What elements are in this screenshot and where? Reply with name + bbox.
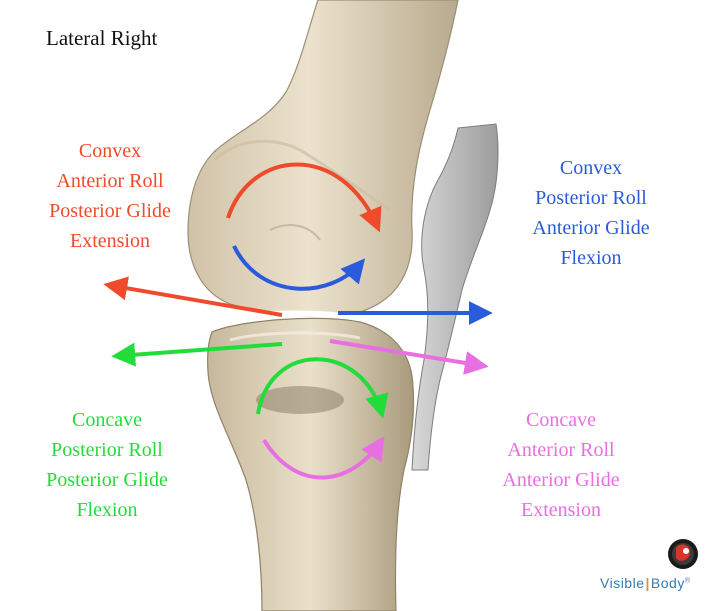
label-line: Convex: [30, 136, 190, 166]
label-line: Anterior Glide: [512, 213, 670, 243]
label-line: Convex: [512, 153, 670, 183]
label-line: Anterior Roll: [478, 435, 644, 465]
visible-body-wordmark: Visible|Body®: [600, 575, 691, 591]
label-line: Posterior Roll: [22, 435, 192, 465]
registered-mark-icon: ®: [685, 577, 691, 584]
brand-part-body: Body: [651, 575, 685, 591]
label-line: Extension: [30, 226, 190, 256]
tibia-bone: [208, 318, 414, 611]
label-line: Posterior Glide: [30, 196, 190, 226]
label-line: Flexion: [22, 495, 192, 525]
femur-bone: [188, 0, 458, 316]
visible-body-logo-icon: [668, 539, 698, 569]
view-title: Lateral Right: [46, 26, 157, 51]
label-line: Anterior Roll: [30, 166, 190, 196]
femur-extension-label: Convex Anterior Roll Posterior Glide Ext…: [30, 136, 190, 256]
label-line: Extension: [478, 495, 644, 525]
label-line: Posterior Roll: [512, 183, 670, 213]
femur-flexion-label: Convex Posterior Roll Anterior Glide Fle…: [512, 153, 670, 273]
brand-part-visible: Visible: [600, 575, 645, 591]
label-line: Posterior Glide: [22, 465, 192, 495]
brand-separator-icon: |: [646, 575, 650, 591]
label-line: Concave: [478, 405, 644, 435]
label-line: Concave: [22, 405, 192, 435]
tibia-extension-label: Concave Anterior Roll Anterior Glide Ext…: [478, 405, 644, 525]
tibia-flexion-label: Concave Posterior Roll Posterior Glide F…: [22, 405, 192, 525]
label-line: Flexion: [512, 243, 670, 273]
label-line: Anterior Glide: [478, 465, 644, 495]
